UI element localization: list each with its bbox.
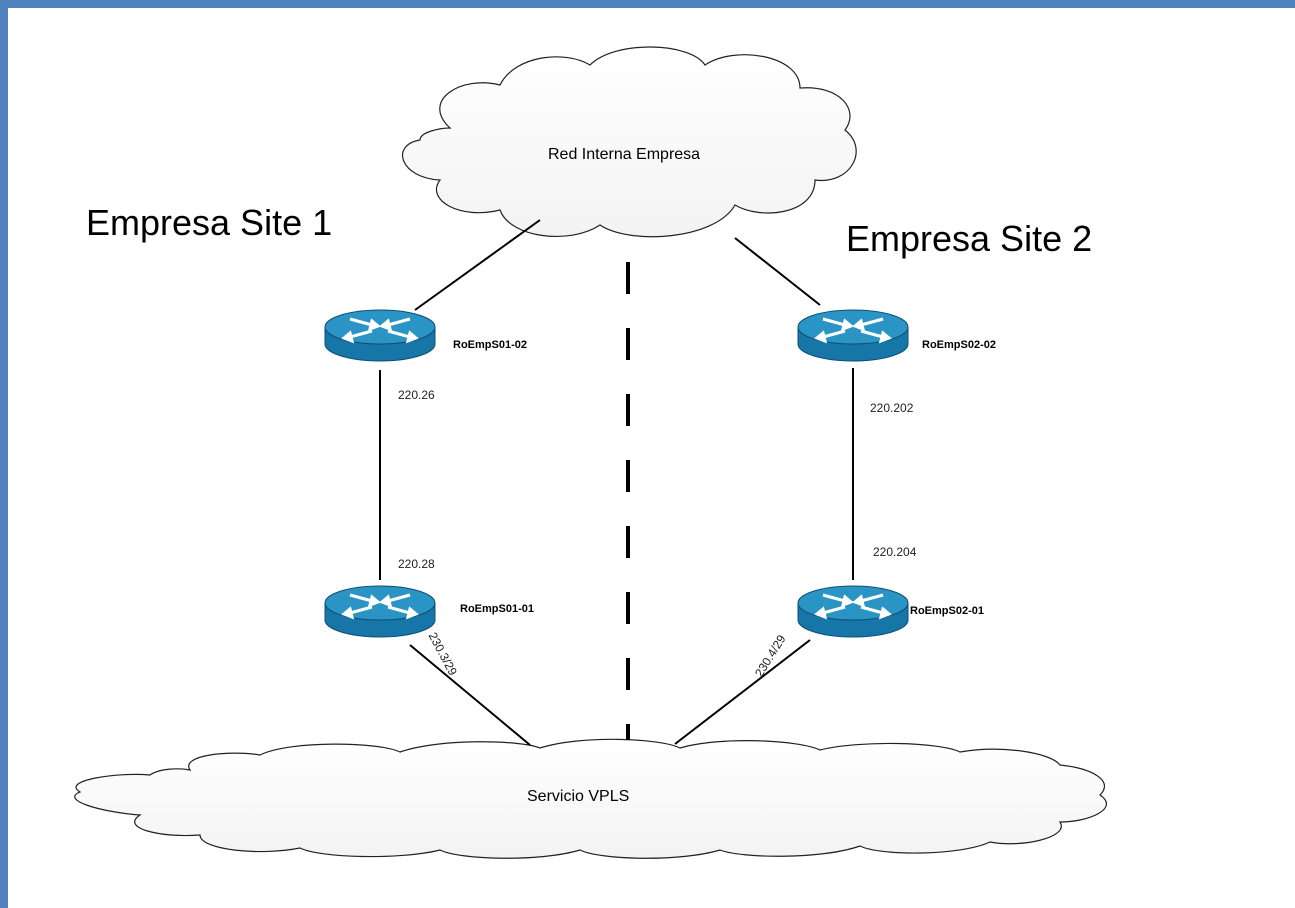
frame-top-border [0,0,1295,8]
vpls-cloud [74,738,1107,859]
site1-title: Empresa Site 1 [86,202,333,243]
frame-left-border [0,0,8,908]
router-label-s1-upper: RoEmpS01-02 [453,339,527,351]
router-icon-s2-lower [797,585,909,638]
internal-network-cloud [402,46,857,238]
router-icon-s1-lower [324,585,436,638]
ip-label-s1-lower: 220.28 [398,557,435,571]
site2-title: Empresa Site 2 [846,218,1093,259]
ip-label-s1-upper: 220.26 [398,388,435,402]
internal-network-label: Red Interna Empresa [548,146,701,163]
link-s2-lower-vpls [674,639,811,745]
link-cloud-s1-upper [414,219,541,311]
link-s1-lower-vpls [409,644,531,746]
router-label-s1-lower: RoEmpS01-01 [460,603,534,615]
router-label-s2-upper: RoEmpS02-02 [922,339,996,351]
ip-label-s2-lower: 220.204 [873,545,917,559]
router-icon-s2-upper [797,309,909,362]
link-cloud-s2-upper [734,237,821,306]
vpls-service-label: Servicio VPLS [527,788,630,805]
router-icon-s1-upper [324,309,436,362]
ip-label-s2-upper: 220.202 [870,401,914,415]
router-label-s2-lower: RoEmpS02-01 [910,605,984,617]
